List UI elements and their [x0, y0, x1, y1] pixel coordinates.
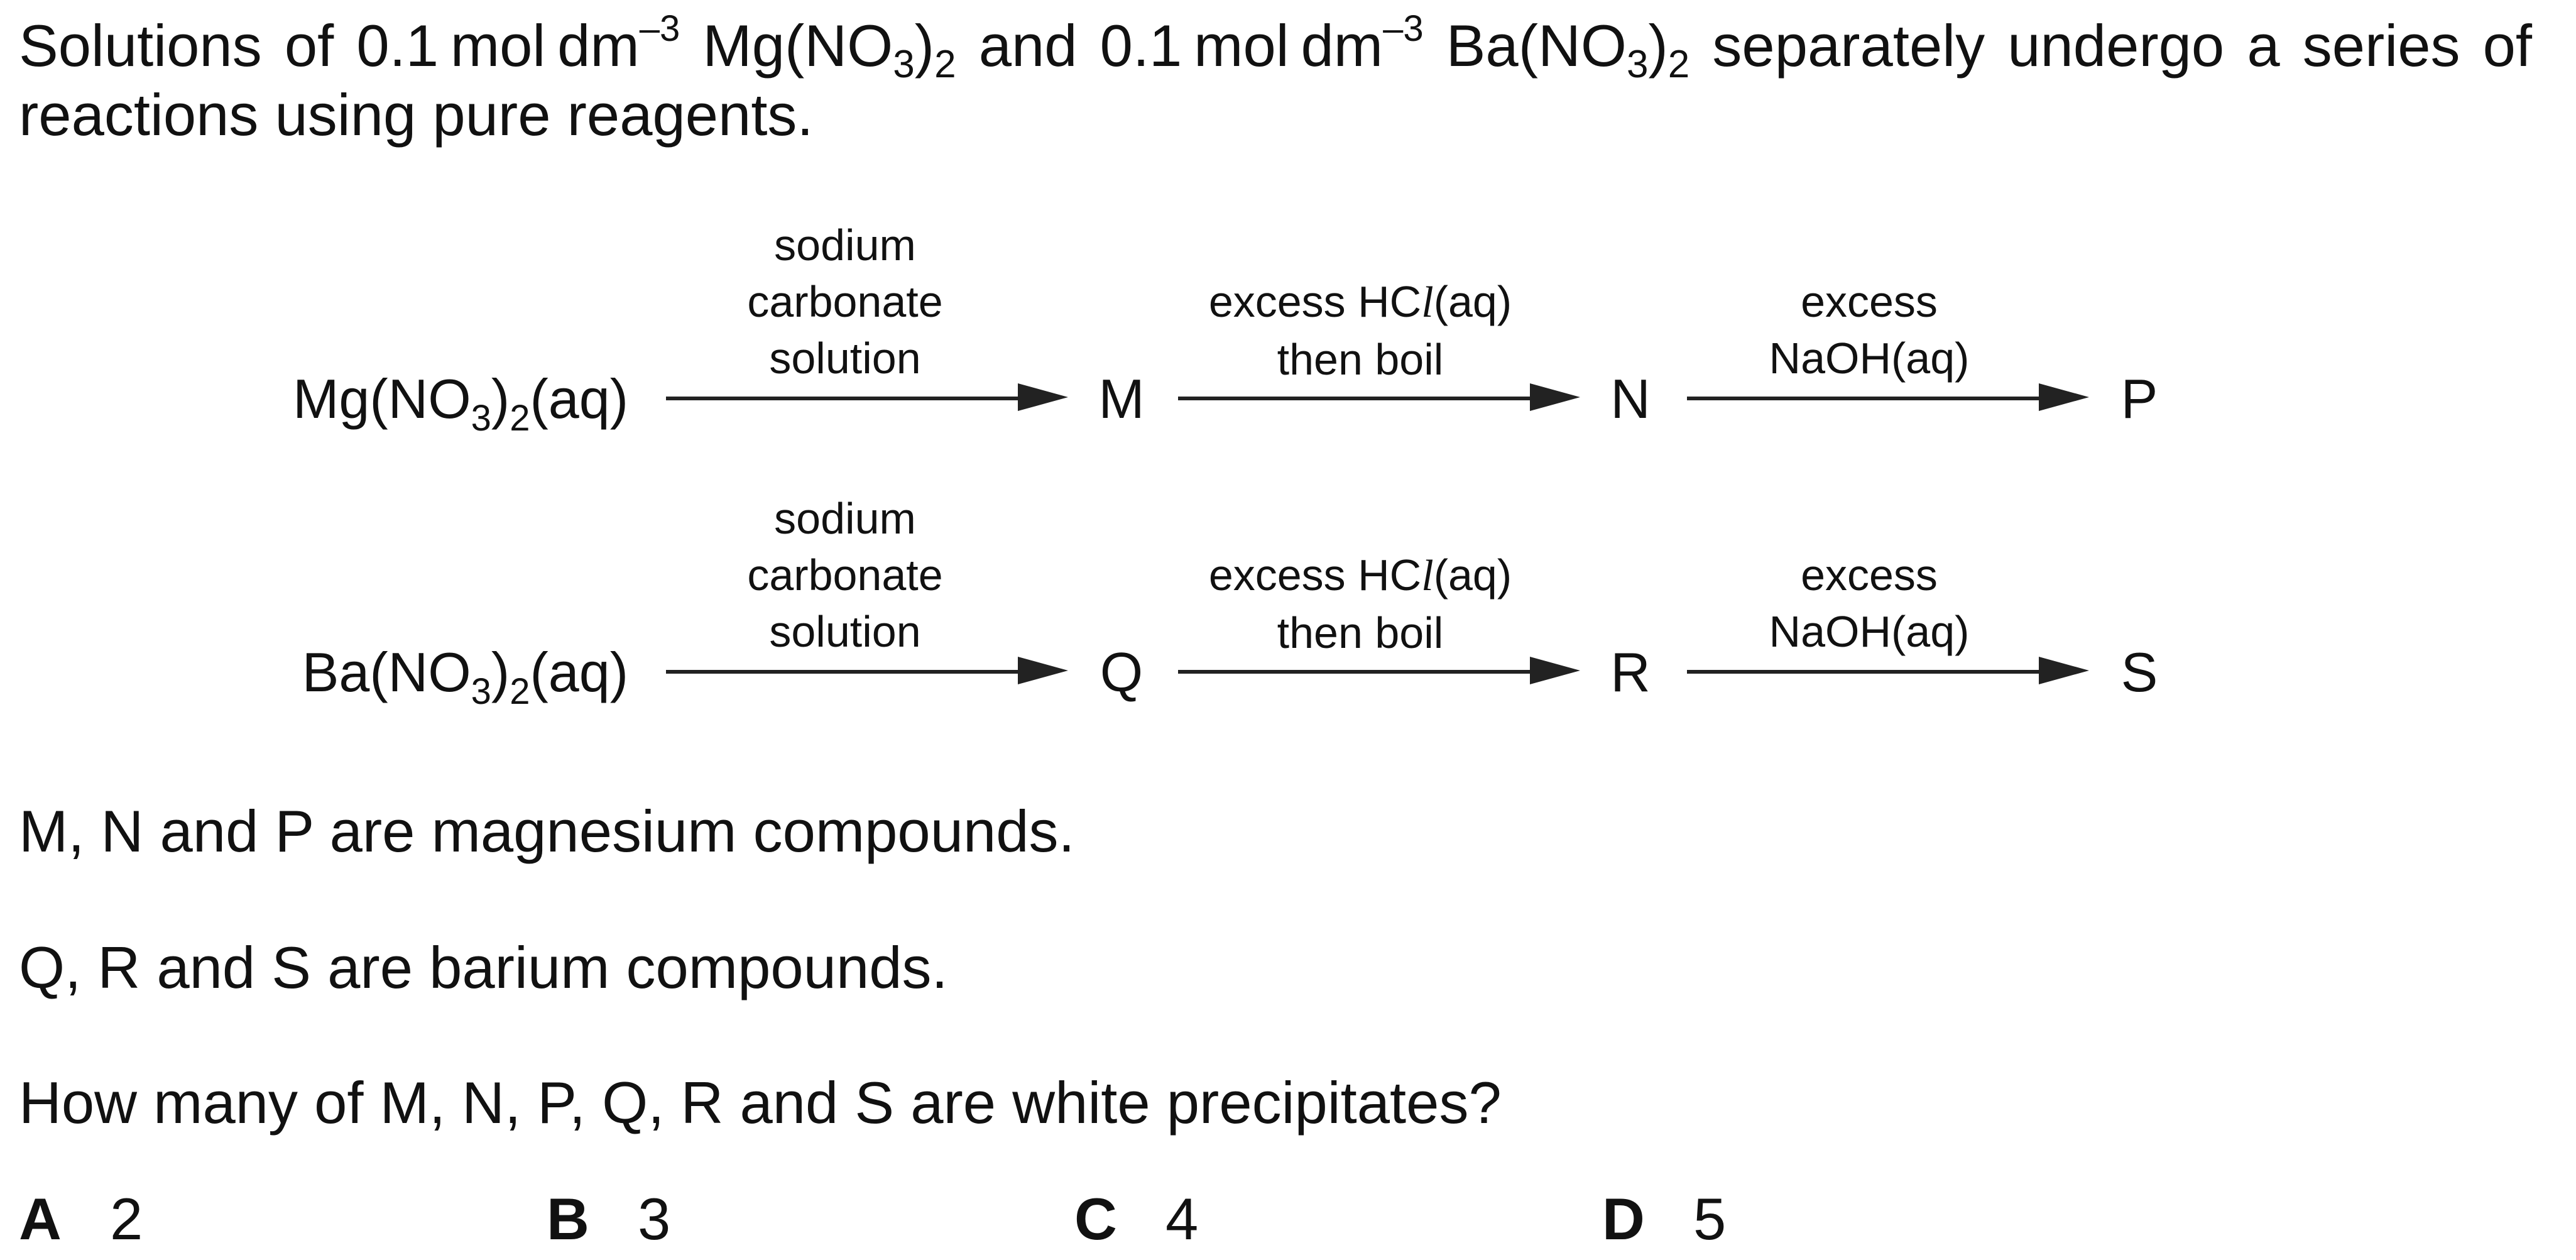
condition-sodium-carbonate-row1: sodium carbonate solution	[747, 221, 943, 383]
product-p: P	[2120, 368, 2158, 430]
arrow-row1-step1	[666, 383, 1068, 411]
reactant-mg-nitrate: Mg(NO3)2(aq)	[293, 368, 628, 439]
arrow-row2-step1	[666, 657, 1068, 684]
product-q: Q	[1100, 641, 1143, 703]
product-r: R	[1610, 641, 1651, 703]
condition-hcl-boil-row1: excess HCl(aq) then boil	[1208, 277, 1512, 384]
reactant-ba-nitrate: Ba(NO3)2(aq)	[302, 641, 628, 712]
product-s: S	[2120, 641, 2158, 703]
arrow-row1-step3	[1687, 383, 2089, 411]
condition-naoh-row1: excess NaOH(aq)	[1769, 277, 1970, 383]
statement-barium: Q, R and S are barium compounds.	[19, 934, 948, 1000]
product-m: M	[1098, 368, 1145, 430]
statement-magnesium: M, N and P are magnesium compounds.	[19, 798, 1075, 864]
condition-hcl-boil-row2: excess HCl(aq) then boil	[1208, 551, 1512, 657]
question-intro: Solutions of 0.1 mol dm–3 Mg(NO3)2 and 0…	[19, 8, 2533, 148]
condition-naoh-row2: excess NaOH(aq)	[1769, 551, 1970, 656]
arrow-row2-step2	[1178, 657, 1580, 684]
arrow-row2-step3	[1687, 657, 2089, 684]
arrow-row1-step2	[1178, 383, 1580, 411]
condition-sodium-carbonate-row2: sodium carbonate solution	[747, 494, 943, 656]
question-prompt: How many of M, N, P, Q, R and S are whit…	[19, 1070, 1502, 1136]
product-n: N	[1610, 368, 1651, 430]
